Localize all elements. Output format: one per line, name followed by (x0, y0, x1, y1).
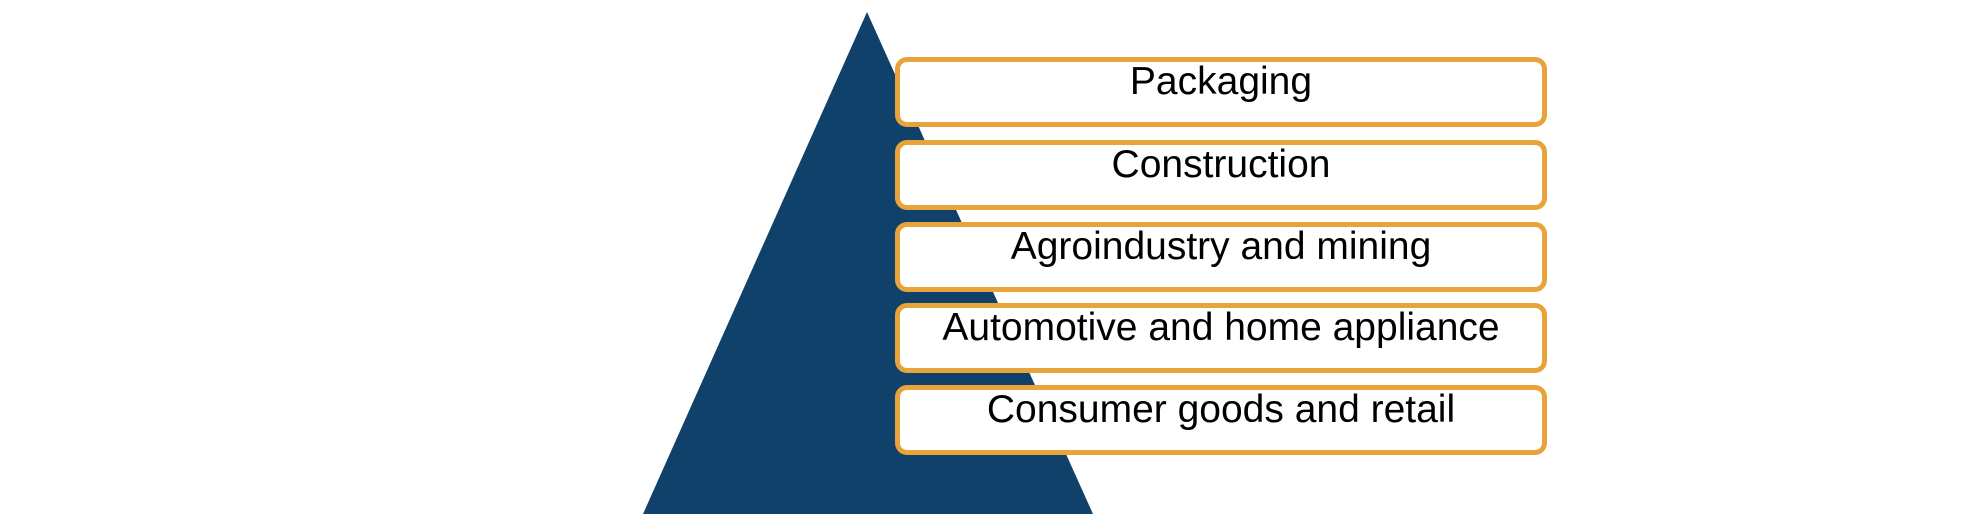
tier-box-automotive-and-home-appliance: Automotive and home appliance (895, 303, 1547, 373)
tier-box-consumer-goods-and-retail: Consumer goods and retail (895, 385, 1547, 455)
tier-box-packaging: Packaging (895, 57, 1547, 127)
tier-label-packaging: Packaging (1129, 60, 1313, 103)
tier-label-agroindustry-and-mining: Agroindustry and mining (1010, 225, 1432, 268)
tier-label-consumer-goods-and-retail: Consumer goods and retail (986, 388, 1456, 431)
tier-label-construction: Construction (1111, 143, 1331, 186)
tier-box-construction: Construction (895, 140, 1547, 210)
tier-label-automotive-and-home-appliance: Automotive and home appliance (942, 306, 1500, 349)
tier-box-agroindustry-and-mining: Agroindustry and mining (895, 222, 1547, 292)
